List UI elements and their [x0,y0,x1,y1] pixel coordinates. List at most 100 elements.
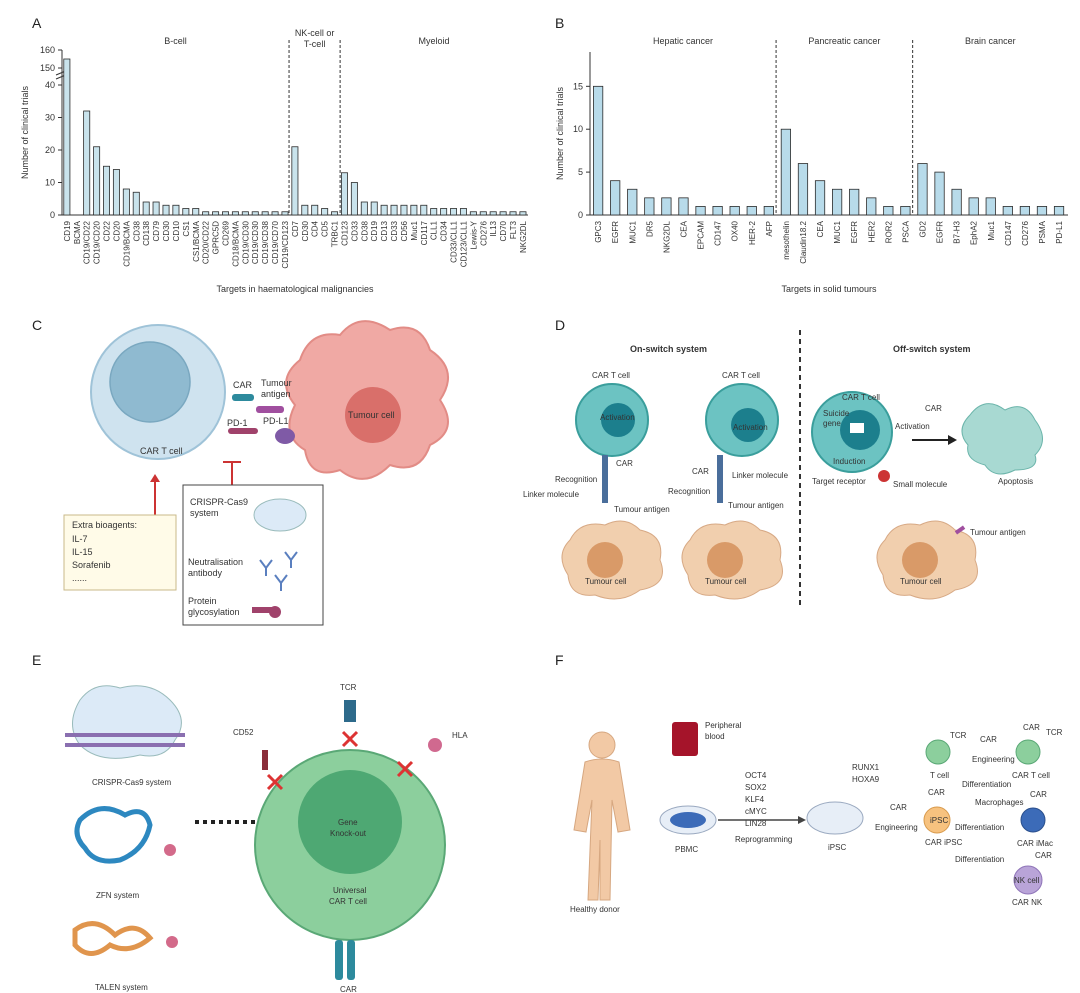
panel-letter-f: F [555,652,564,668]
factor-oct4: OCT4 [745,771,767,780]
a-xtick-label: CD19/CD38 [261,220,270,264]
off-tumour-label: Tumour cell [900,577,942,586]
a-xtick-label: CD33 [350,220,359,241]
a-bar [222,211,229,216]
a-xtick-label: CD19/BCMA [122,220,131,266]
a-xtick-label: CD19/CD70 [271,220,280,264]
car-ipsc-label: CAR iPSC [925,838,963,847]
factor-sox2: SOX2 [745,783,767,792]
panel-letter-d: D [555,317,565,333]
talen-label: TALEN system [95,983,148,992]
donor-figure [573,731,631,901]
a-group-label: B-cell [164,36,187,46]
a-xtick-label: CD38 [132,220,141,241]
b-bar [763,206,774,216]
b-bar [1002,206,1013,216]
a-xtick-label: CD13 [380,220,389,241]
cd52-icon [262,750,268,770]
b-bar [1019,206,1030,216]
a-bar [450,208,458,216]
on-cell-2-nucleus [731,408,765,442]
crispr-system-label: CRISPR-Cas9 system [92,778,171,787]
b-xtick-label: B7-H3 [953,220,962,243]
knockout-marks [266,730,414,791]
a-xtick-label: CD19/CD123 [281,220,290,268]
on-cell-2-recognition: Recognition [668,487,710,496]
a-xtick-label: CD33/CLL1 [450,220,459,262]
donor-label: Healthy donor [570,905,620,914]
a-ytick-label: 0 [50,210,55,220]
small-molecule-label: Small molecule [893,480,948,489]
car-t-car: CAR [1023,723,1040,732]
tcr-icon [344,700,356,722]
on-cell-1-linker: Linker molecule [523,490,580,499]
zfn-icon [74,806,153,864]
target-receptor-label: Target receptor [812,477,866,486]
panel-letter-a: A [32,15,42,31]
b-bar [866,197,877,216]
a-xtick-label: FLT3 [509,220,518,239]
a-bar [271,211,279,216]
a-xtick-label: CD19/CD30 [241,220,250,264]
b-ytick-label: 15 [573,81,583,91]
on-tumour-2-nucleus [707,542,743,578]
a-bar [251,211,259,216]
on-cell-2-car-bar [717,455,723,503]
a-bar [192,208,200,216]
apoptosis-cell [961,403,1043,475]
car-nk-icon [1013,865,1043,895]
a-bar [341,172,348,216]
a-xtick-label: CD38 [360,220,369,241]
a-bar [202,211,210,216]
crispr-complex-icon [72,685,182,759]
factor-list: OCT4 SOX2 KLF4 cMYC LIN28 [745,771,767,828]
a-xtick-label: CD34 [440,220,449,241]
b-bar [678,197,689,216]
a-xtick-label: CD56 [400,220,409,241]
off-cell-label: CAR T cell [842,393,880,402]
a-xtick-label: CS1/BCMA [192,220,201,262]
b-xtick-label: CEA [679,220,688,237]
hoxa9: HOXA9 [852,775,880,784]
b-bar [695,206,706,216]
a-bar [172,204,180,216]
b-xtick-label: ROR2 [884,220,893,243]
a-bar [132,191,140,216]
a-bar [212,211,220,216]
a-ylabel: Number of clinical trials [20,85,30,179]
glyco-dot [269,606,281,618]
zfn-label: ZFN system [96,891,139,900]
b-ytick-label: 10 [573,124,583,134]
t-cell-label: T cell [930,771,949,780]
on-cell-1-car-bar [602,455,608,503]
b-xtick-label: PD-L1 [1055,220,1064,243]
b-bar [729,206,740,216]
car-imac-label: CAR iMac [1017,839,1053,848]
a-xtick-label: CD123 [340,220,349,245]
b-bar [934,171,945,216]
panel-letter-e: E [32,652,41,668]
a-xtick-label: CD123/CLL1 [459,220,468,267]
a-bar [231,211,239,216]
extra-bioagents-box [63,514,177,591]
car-imac-icon [1020,807,1046,833]
on-cell-1-recognition: Recognition [555,475,597,484]
pbmc-label: PBMC [675,845,698,854]
b-xtick-label: EGFR [936,221,945,243]
a-xtick-label: Muc1 [410,220,419,240]
on-switch-title: On-switch system [630,344,707,354]
off-tumour-nucleus [902,542,938,578]
b-xtick-label: CEA [816,220,825,237]
b-bar [1036,206,1048,216]
a-bar [241,211,249,216]
a-xtick-label: CD117 [420,220,429,245]
a-xtick-label: BCMA [73,220,82,244]
cd52-label: CD52 [233,728,254,737]
a-xtick-label: CD22 [103,220,112,241]
b-bar [593,85,604,216]
